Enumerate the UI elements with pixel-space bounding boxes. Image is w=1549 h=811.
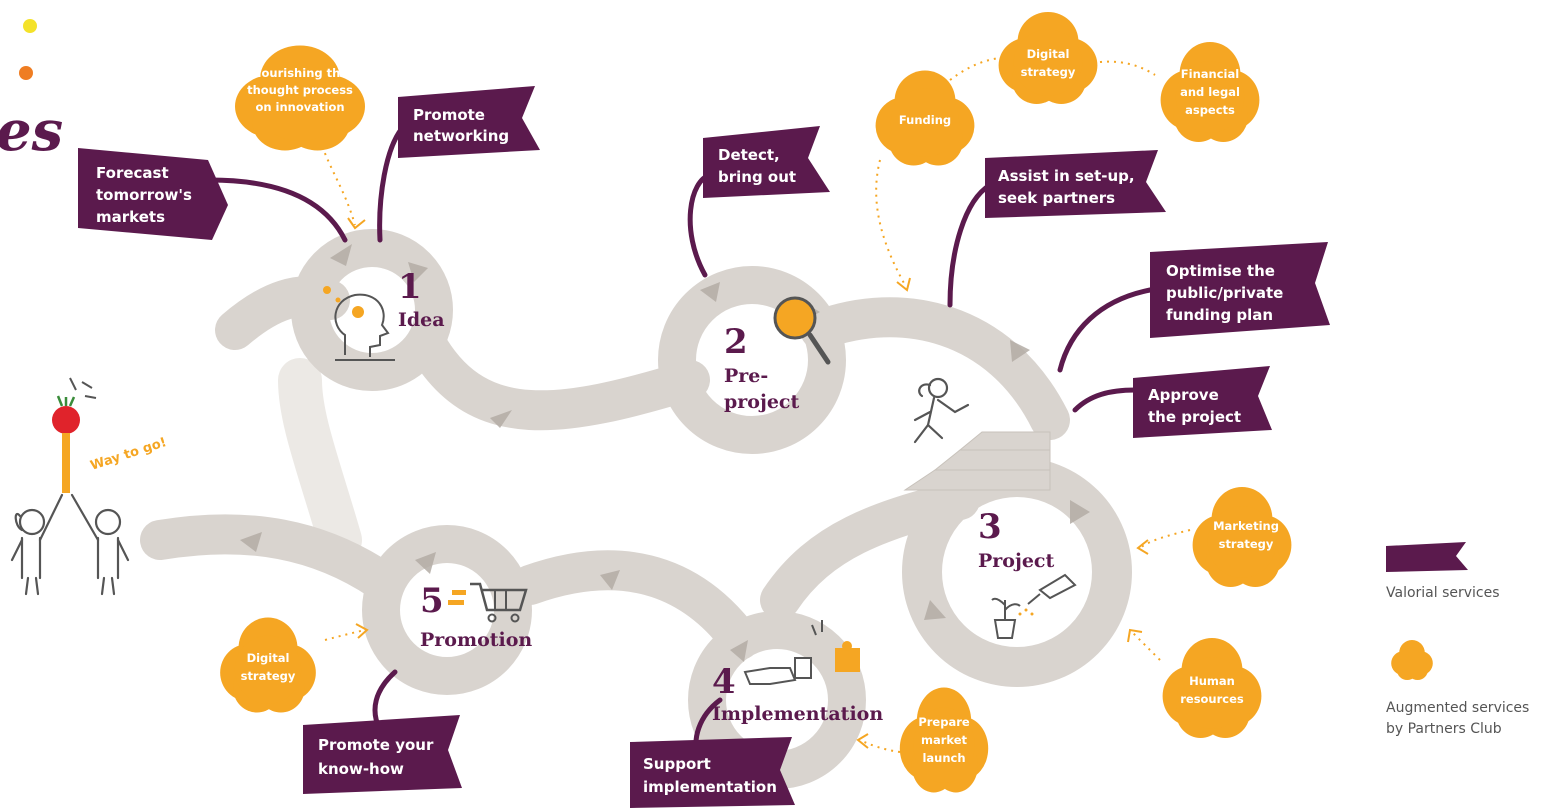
step-project: 3 Project [978, 507, 1077, 639]
cloud-nourishing-line1: Nourishing the [252, 66, 348, 80]
cloud-digital-bottom-line1: Digital [247, 651, 290, 665]
cloud-nourishing-line3: on innovation [255, 100, 344, 114]
cloud-marketing-line1: Marketing [1213, 519, 1279, 533]
flag-detect-line2: bring out [718, 168, 796, 186]
cloud-financial-line2: and legal [1180, 85, 1240, 99]
legend-cloud-swatch [1391, 640, 1433, 680]
flag-optimise-line1: Optimise the [1166, 262, 1275, 280]
flag-support-line2: implementation [643, 778, 777, 796]
flag-assist-line2: seek partners [998, 189, 1115, 207]
flag-knowhow-line1: Promote your [318, 736, 434, 754]
cloud-nourishing: Nourishing the thought process on innova… [235, 45, 365, 151]
head-brain-icon [323, 286, 395, 361]
step-implementation: 4 Implementation [712, 620, 883, 725]
flag-optimise: Optimise the public/private funding plan [1150, 242, 1330, 338]
flag-approve: Approve the project [1133, 366, 1272, 438]
legend-flag-swatch [1386, 542, 1468, 572]
flag-optimise-line3: funding plan [1166, 306, 1273, 324]
flag-knowhow-line2: know-how [318, 760, 404, 778]
yellow-dot [23, 19, 37, 33]
legend: Valorial services Augmented services by … [1386, 542, 1529, 737]
legend-augmented-label-1: Augmented services [1386, 700, 1529, 716]
step-preproject-label2: project [724, 391, 800, 413]
step-implementation-label: Implementation [712, 703, 883, 725]
stairs [903, 431, 1051, 491]
orange-dot [19, 66, 33, 80]
loop-project [902, 457, 1132, 687]
cloud-marketing: Marketing strategy [1192, 487, 1292, 587]
legend-augmented-label-2: by Partners Club [1386, 721, 1502, 737]
cloud-human-line1: Human [1189, 674, 1235, 688]
step-project-label: Project [978, 550, 1055, 572]
step-promotion-number: 5 [420, 581, 444, 621]
watering-plant-icon [991, 573, 1077, 639]
cloud-prepare: Prepare market launch [899, 687, 989, 793]
faded-road [278, 358, 362, 562]
flag-networking: Promote networking [398, 86, 540, 158]
flag-support-line1: Support [643, 755, 711, 773]
flag-forecast-line3: markets [96, 208, 165, 226]
flag-approve-line2: the project [1148, 408, 1241, 426]
cloud-human: Human resources [1162, 638, 1262, 738]
flag-detect-line1: Detect, [718, 146, 780, 164]
climbing-person-icon [913, 377, 970, 444]
cloud-connector-arrowheads [347, 217, 1149, 749]
cloud-digital-top: Digital strategy [998, 11, 1098, 104]
cloud-financial: Financial and legal aspects [1160, 42, 1260, 142]
cloud-human-line2: resources [1180, 692, 1244, 706]
flag-approve-line1: Approve [1148, 386, 1219, 404]
high-five-people-icon: Way to go! [10, 377, 169, 596]
title-fragment: es [0, 98, 63, 164]
step-preproject: 2 Pre- project [724, 296, 831, 413]
cloud-financial-line1: Financial [1181, 67, 1239, 81]
cloud-nourishing-line2: thought process [247, 83, 353, 97]
flag-detect: Detect, bring out [703, 126, 830, 198]
cloud-marketing-line2: strategy [1219, 537, 1274, 551]
magnifier-icon [773, 296, 831, 365]
flag-forecast-line2: tomorrow's [96, 186, 192, 204]
loop-idea [291, 229, 453, 391]
cloud-digital-top-line1: Digital [1027, 47, 1070, 61]
step-preproject-number: 2 [724, 322, 748, 362]
legend-valorial-label: Valorial services [1386, 585, 1500, 601]
flag-support: Support implementation [630, 737, 795, 808]
entry-road [140, 514, 400, 600]
step-preproject-label1: Pre- [724, 365, 768, 387]
shopping-cart-icon [448, 582, 528, 623]
flag-forecast: Forecast tomorrow's markets [78, 148, 228, 240]
cloud-financial-line3: aspects [1185, 103, 1235, 117]
step-promotion: 5 Promotion [420, 581, 532, 651]
flag-optimise-line2: public/private [1166, 284, 1283, 302]
way-to-go-text: Way to go! [89, 435, 169, 474]
flag-networking-line1: Promote [413, 106, 485, 124]
cloud-funding: Funding [875, 70, 975, 166]
cloud-prepare-line2: market [921, 733, 968, 747]
puzzle-hand-icon [743, 620, 860, 685]
cloud-prepare-line3: launch [922, 751, 965, 765]
cloud-prepare-line1: Prepare [918, 715, 970, 729]
step-project-number: 3 [978, 507, 1002, 547]
flag-knowhow: Promote your know-how [303, 715, 462, 794]
flag-assist: Assist in set-up, seek partners [985, 150, 1166, 218]
cloud-digital-bottom-line2: strategy [241, 669, 296, 683]
step-idea-label: Idea [398, 309, 445, 331]
step-idea-number: 1 [398, 267, 422, 307]
step-implementation-number: 4 [712, 662, 736, 702]
flag-networking-line2: networking [413, 127, 509, 145]
road-arrows [240, 244, 1090, 662]
flag-assist-line1: Assist in set-up, [998, 167, 1135, 185]
cloud-funding-line1: Funding [899, 113, 951, 127]
flag-forecast-line1: Forecast [96, 164, 169, 182]
step-promotion-label: Promotion [420, 629, 532, 651]
cloud-digital-bottom: Digital strategy [220, 617, 316, 713]
cloud-connectors [319, 57, 1191, 753]
step-idea: 1 Idea [323, 267, 445, 361]
cloud-digital-top-line2: strategy [1021, 65, 1076, 79]
